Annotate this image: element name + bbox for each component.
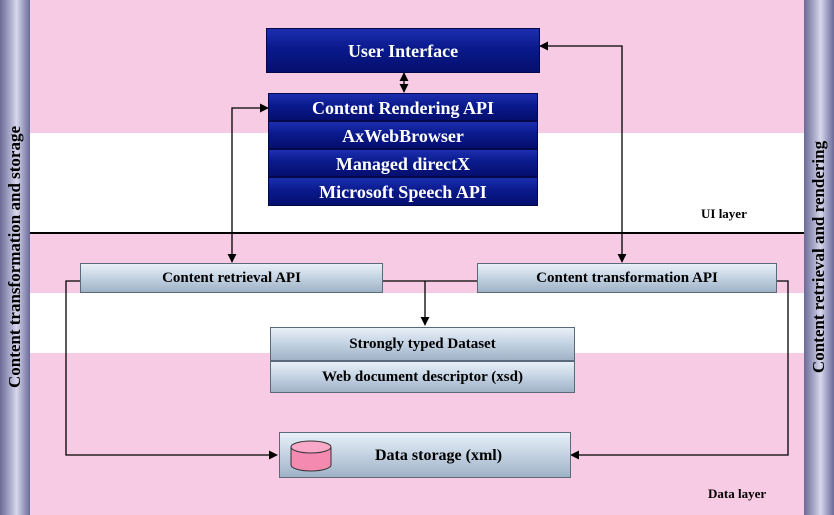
- right-side-pillar: [804, 0, 834, 515]
- arrow-rendering-retrieval: [227, 103, 269, 263]
- layer-divider: [0, 232, 834, 234]
- arrow-ui-transformation: [539, 41, 627, 263]
- arrow-transformation-storage: [570, 280, 789, 460]
- user-interface-box: User Interface: [266, 28, 540, 73]
- left-side-pillar: [0, 0, 30, 515]
- ui-layer-label: UI layer: [701, 206, 747, 221]
- arrow-retrieval-storage: [65, 280, 278, 460]
- content-retrieval-api-box: Content retrieval API: [80, 263, 383, 293]
- data-storage-label: Data storage (xml): [375, 447, 503, 464]
- managed-directx-box: Managed directX: [268, 149, 538, 177]
- content-rendering-api-box: Content Rendering API: [268, 93, 538, 121]
- database-icon: [290, 440, 332, 472]
- content-transformation-api-box: Content transformation API: [477, 263, 777, 293]
- microsoft-speech-api-box: Microsoft Speech API: [268, 177, 538, 206]
- strongly-typed-dataset-box: Strongly typed Dataset: [270, 327, 575, 361]
- data-storage-box: Data storage (xml): [279, 432, 571, 478]
- web-document-descriptor-box: Web document descriptor (xsd): [270, 361, 575, 393]
- data-layer-label: Data layer: [708, 486, 767, 501]
- axwebbrowser-box: AxWebBrowser: [268, 121, 538, 149]
